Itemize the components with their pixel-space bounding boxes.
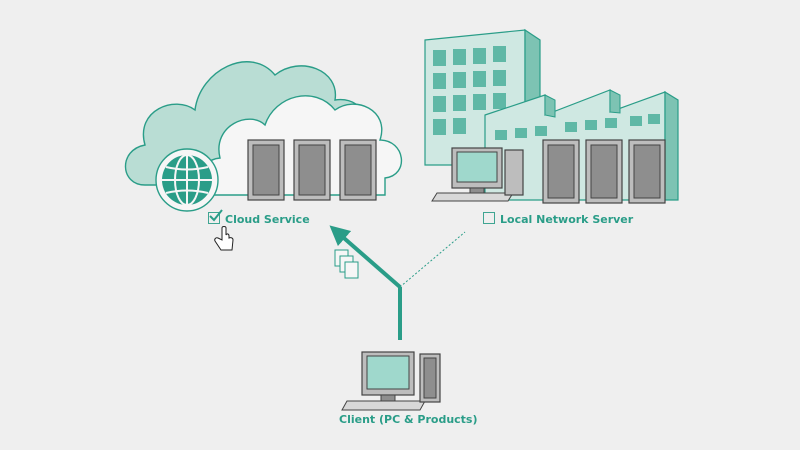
connection-to-cloud-arrow xyxy=(329,225,402,340)
local-workstation-icon xyxy=(431,147,524,202)
local-network-server-label: Local Network Server xyxy=(500,213,634,226)
client-label: Client (PC & Products) xyxy=(339,413,478,426)
local-server-2 xyxy=(585,139,623,204)
documents-icon xyxy=(334,249,359,279)
cloud-server-1 xyxy=(247,139,285,201)
cloud-server-3 xyxy=(339,139,377,201)
cloud-service-checkbox[interactable] xyxy=(208,209,223,224)
cloud-server-2 xyxy=(293,139,331,201)
local-server-1 xyxy=(542,139,580,204)
cloud-service-label: Cloud Service xyxy=(225,213,310,226)
hand-cursor-icon xyxy=(214,226,234,251)
client-workstation-icon xyxy=(341,351,441,411)
local-network-checkbox[interactable] xyxy=(483,212,495,224)
connection-to-local-dashed xyxy=(399,231,466,288)
globe-icon xyxy=(155,148,219,212)
local-server-3 xyxy=(628,139,666,204)
checkbox-checked-icon xyxy=(209,209,223,222)
